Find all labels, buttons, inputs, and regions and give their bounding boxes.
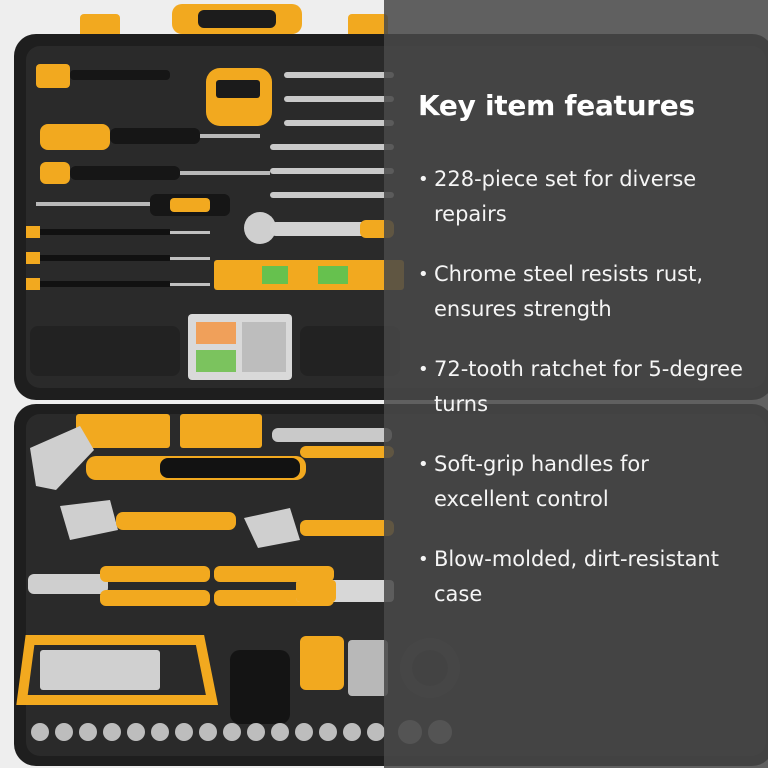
bullet-icon: • (418, 549, 429, 570)
spirit-level (214, 260, 404, 290)
feature-text: Soft-grip handles for excellent control (434, 452, 649, 511)
feature-item: • Chrome steel resists rust, ensures str… (418, 257, 748, 327)
bullet-icon: • (418, 454, 429, 475)
bullet-icon: • (418, 264, 429, 285)
feature-list: • 228-piece set for diverse repairs • Ch… (418, 162, 748, 612)
clamp-slots (30, 326, 400, 376)
wire-stripper (272, 428, 394, 458)
feature-item: • Soft-grip handles for excellent contro… (418, 447, 748, 517)
feature-overlay (384, 0, 768, 768)
claw-hammer (30, 426, 306, 490)
bullet-icon: • (418, 169, 429, 190)
feature-text: Blow-molded, dirt-resistant case (434, 547, 719, 606)
tape-measure (206, 68, 272, 126)
hex-key-set (300, 636, 388, 696)
feature-text: Chrome steel resists rust, ensures stren… (434, 262, 704, 321)
anchor-box (188, 314, 292, 380)
panel-heading: Key item features (418, 89, 695, 122)
feature-text: 72-tooth ratchet for 5-degree turns (434, 357, 743, 416)
wrench-set (270, 72, 394, 198)
hacksaw (16, 635, 290, 724)
groove-joint-pliers (244, 508, 394, 548)
feature-item: • 72-tooth ratchet for 5-degree turns (418, 352, 748, 422)
utility-knife (296, 580, 394, 602)
bullet-icon: • (418, 359, 429, 380)
screwdriver-set (36, 64, 270, 216)
feature-item: • 228-piece set for diverse repairs (418, 162, 748, 232)
feature-text: 228-piece set for diverse repairs (434, 167, 697, 226)
feature-panel: Key item features • 228-piece set for di… (418, 88, 748, 637)
bit-strips (76, 414, 262, 448)
feature-item: • Blow-molded, dirt-resistant case (418, 542, 748, 612)
precision-screwdrivers (26, 226, 210, 290)
case-handle (80, 4, 388, 48)
adjustable-wrench (60, 500, 236, 540)
